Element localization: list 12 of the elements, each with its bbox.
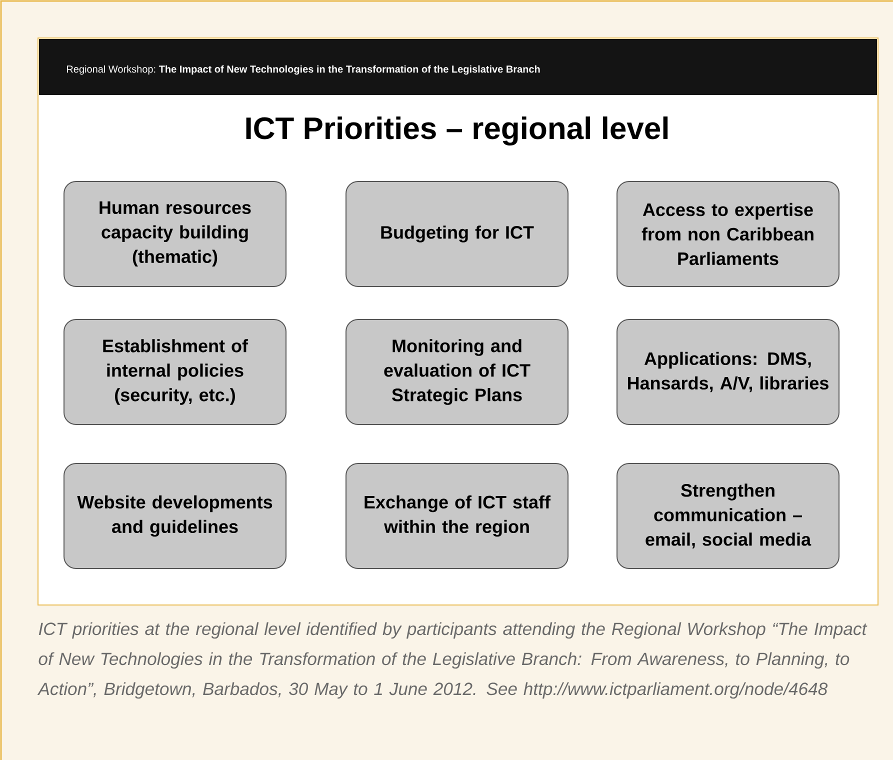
priority-box: Budgeting for ICT xyxy=(346,181,568,287)
caption: ICT priorities at the regional level identified by participants attending the Regional Workshop “The Impact of New Technologies in the Transformation of the Legislative Branch: From Awareness, to Planning, to Action”, Bridgetown, Barbados, 30 May to 1 June 2012. See http://www.ictparliament.org/node/4648 xyxy=(37,622,868,699)
priority-box: Access to expertise from non Caribbean Parliaments xyxy=(616,181,840,287)
slide-title: ICT Priorities – regional level xyxy=(246,116,668,146)
priority-box: Monitoring and evaluation of ICT Strategic Plans xyxy=(346,319,568,425)
priority-box: Exchange of ICT staff within the region xyxy=(346,463,568,569)
priority-box: Applications: DMS, Hansards, A/V, libraries xyxy=(616,319,840,425)
priority-box: Strengthen communication – email, social media xyxy=(616,463,840,569)
header-text: Regional Workshop: The Impact of New Technologies in the Transformation of the Legislative Branch xyxy=(67,65,540,75)
priority-box: Website developments and guidelines xyxy=(64,463,286,569)
priority-box: Establishment of internal policies (security, etc.) xyxy=(64,319,286,425)
priority-box: Human resources capacity building (thematic) xyxy=(64,181,286,287)
